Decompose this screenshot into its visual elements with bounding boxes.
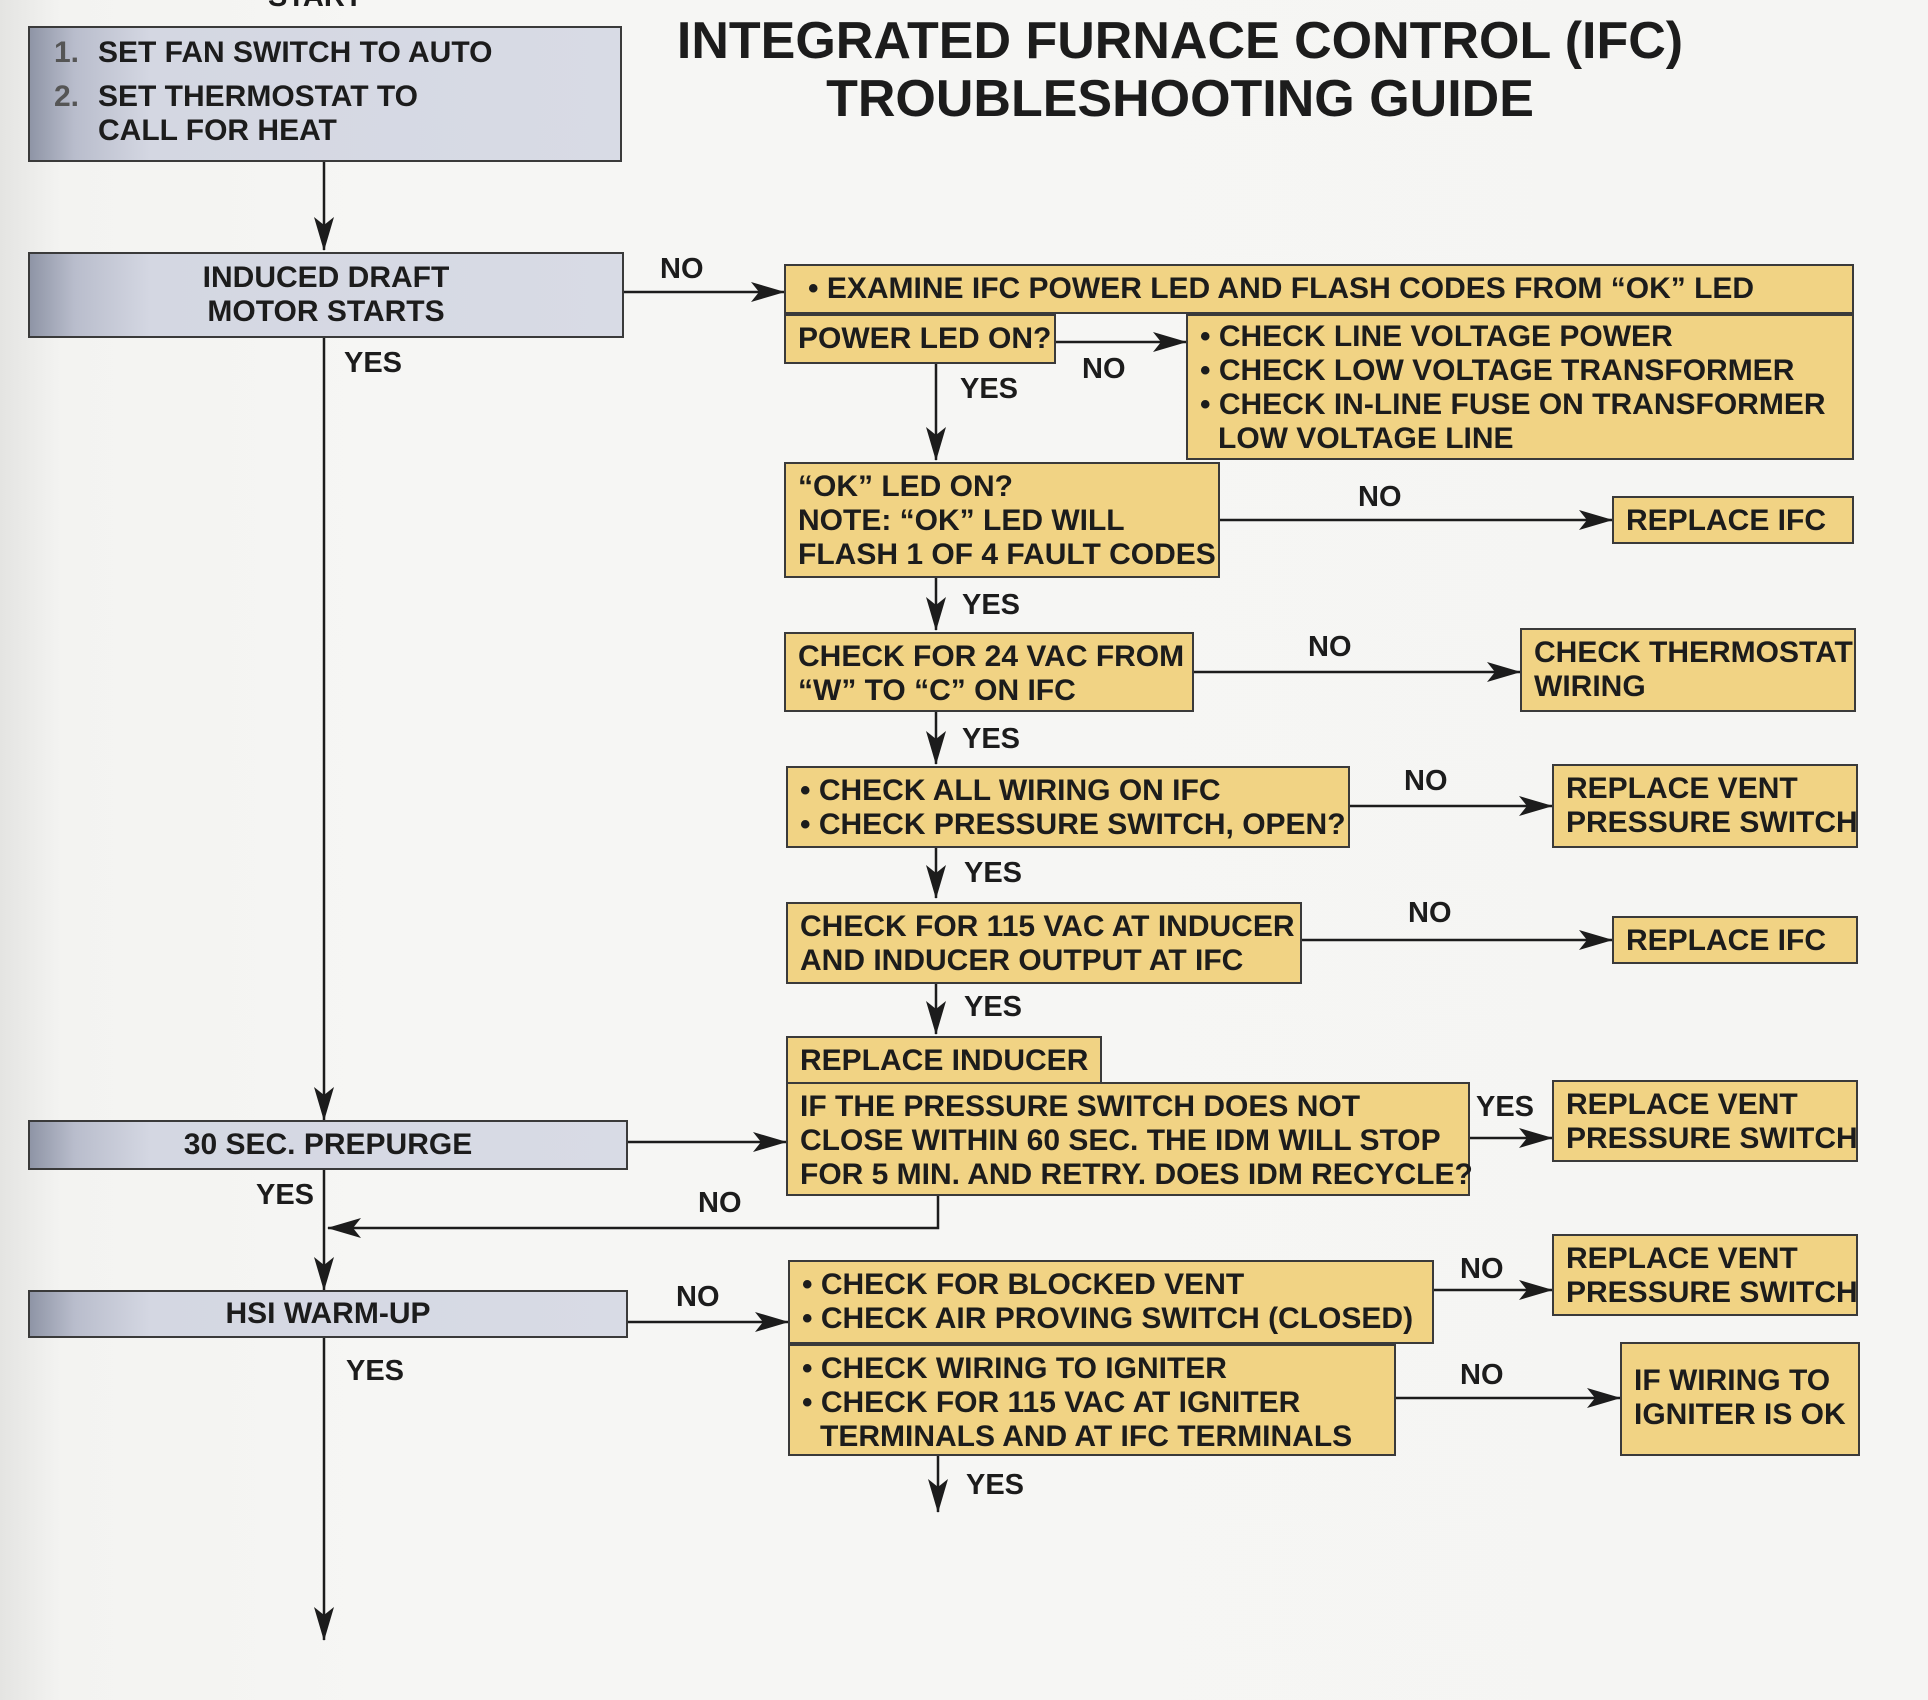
replace-vent-box-1: REPLACE VENT PRESSURE SWITCH xyxy=(1552,764,1858,848)
replace-vent-box-2: REPLACE VENT PRESSURE SWITCH xyxy=(1552,1080,1858,1162)
label-yes-wiring: YES xyxy=(964,857,1023,889)
replace-ifc-box-2: REPLACE IFC xyxy=(1612,916,1858,964)
start-steps-box: 1.SET FAN SWITCH TO AUTO 2.SET THERMOSTA… xyxy=(28,26,622,162)
check-115vac-inducer-box: CHECK FOR 115 VAC AT INDUCER AND INDUCER… xyxy=(786,902,1302,984)
label-yes-pressure: YES xyxy=(1476,1091,1535,1123)
pressure-switch-question-box: IF THE PRESSURE SWITCH DOES NOT CLOSE WI… xyxy=(786,1082,1473,1196)
igniter-wiring-ok-box: IF WIRING TO IGNITER IS OK xyxy=(1620,1342,1860,1456)
examine-led-box: • EXAMINE IFC POWER LED AND FLASH CODES … xyxy=(784,264,1854,314)
page-title: INTEGRATED FURNACE CONTROL (IFC) TROUBLE… xyxy=(640,12,1720,128)
label-yes-okled: YES xyxy=(962,589,1021,621)
check-24vac-box: CHECK FOR 24 VAC FROM “W” TO “C” ON IFC xyxy=(784,632,1194,712)
label-no-igniter: NO xyxy=(1460,1359,1504,1391)
label-no-induced: NO xyxy=(660,253,704,285)
check-igniter-box: • CHECK WIRING TO IGNITER • CHECK FOR 11… xyxy=(788,1344,1396,1456)
label-no-pressure: NO xyxy=(698,1187,742,1219)
label-yes-115: YES xyxy=(964,991,1023,1023)
check-power-box: • CHECK LINE VOLTAGE POWER • CHECK LOW V… xyxy=(1186,314,1854,460)
check-blocked-vent-box: • CHECK FOR BLOCKED VENT • CHECK AIR PRO… xyxy=(788,1260,1434,1344)
label-no-wiring: NO xyxy=(1404,765,1448,797)
replace-vent-box-3: REPLACE VENT PRESSURE SWITCH xyxy=(1552,1234,1858,1316)
induced-draft-box: INDUCED DRAFT MOTOR STARTS xyxy=(28,252,624,338)
label-yes-power: YES xyxy=(960,373,1019,405)
replace-inducer-box: REPLACE INDUCER xyxy=(786,1036,1102,1084)
label-no-okled: NO xyxy=(1358,481,1402,513)
power-led-box: POWER LED ON? xyxy=(784,314,1056,364)
label-yes-prepurge: YES xyxy=(256,1179,315,1211)
title-line-1: INTEGRATED FURNACE CONTROL (IFC) xyxy=(676,12,1684,70)
label-yes-24vac: YES xyxy=(962,723,1021,755)
label-yes-igniter: YES xyxy=(966,1469,1025,1501)
start-label: START xyxy=(268,0,363,12)
label-no-blocked: NO xyxy=(1460,1253,1504,1285)
label-yes-induced: YES xyxy=(344,347,403,379)
start-step-1: 1.SET FAN SWITCH TO AUTO xyxy=(54,36,493,69)
check-thermostat-box: CHECK THERMOSTAT WIRING xyxy=(1520,628,1856,712)
start-step-2-cont: CALL FOR HEAT xyxy=(98,114,337,147)
label-yes-hsi: YES xyxy=(346,1355,405,1387)
label-no-24vac: NO xyxy=(1308,631,1352,663)
arrow-pressure-no xyxy=(327,1196,940,1238)
label-no-hsi: NO xyxy=(676,1281,720,1313)
label-no-115: NO xyxy=(1408,897,1452,929)
start-step-2: 2.SET THERMOSTAT TO xyxy=(54,80,418,113)
replace-ifc-box-1: REPLACE IFC xyxy=(1612,496,1854,544)
hsi-warmup-box: HSI WARM-UP xyxy=(28,1290,628,1338)
label-no-power: NO xyxy=(1082,353,1126,385)
title-line-2: TROUBLESHOOTING GUIDE xyxy=(826,70,1534,128)
prepurge-box: 30 SEC. PREPURGE xyxy=(28,1120,628,1170)
check-wiring-box: • CHECK ALL WIRING ON IFC • CHECK PRESSU… xyxy=(786,766,1350,848)
ok-led-box: “OK” LED ON? NOTE: “OK” LED WILL FLASH 1… xyxy=(784,462,1220,578)
